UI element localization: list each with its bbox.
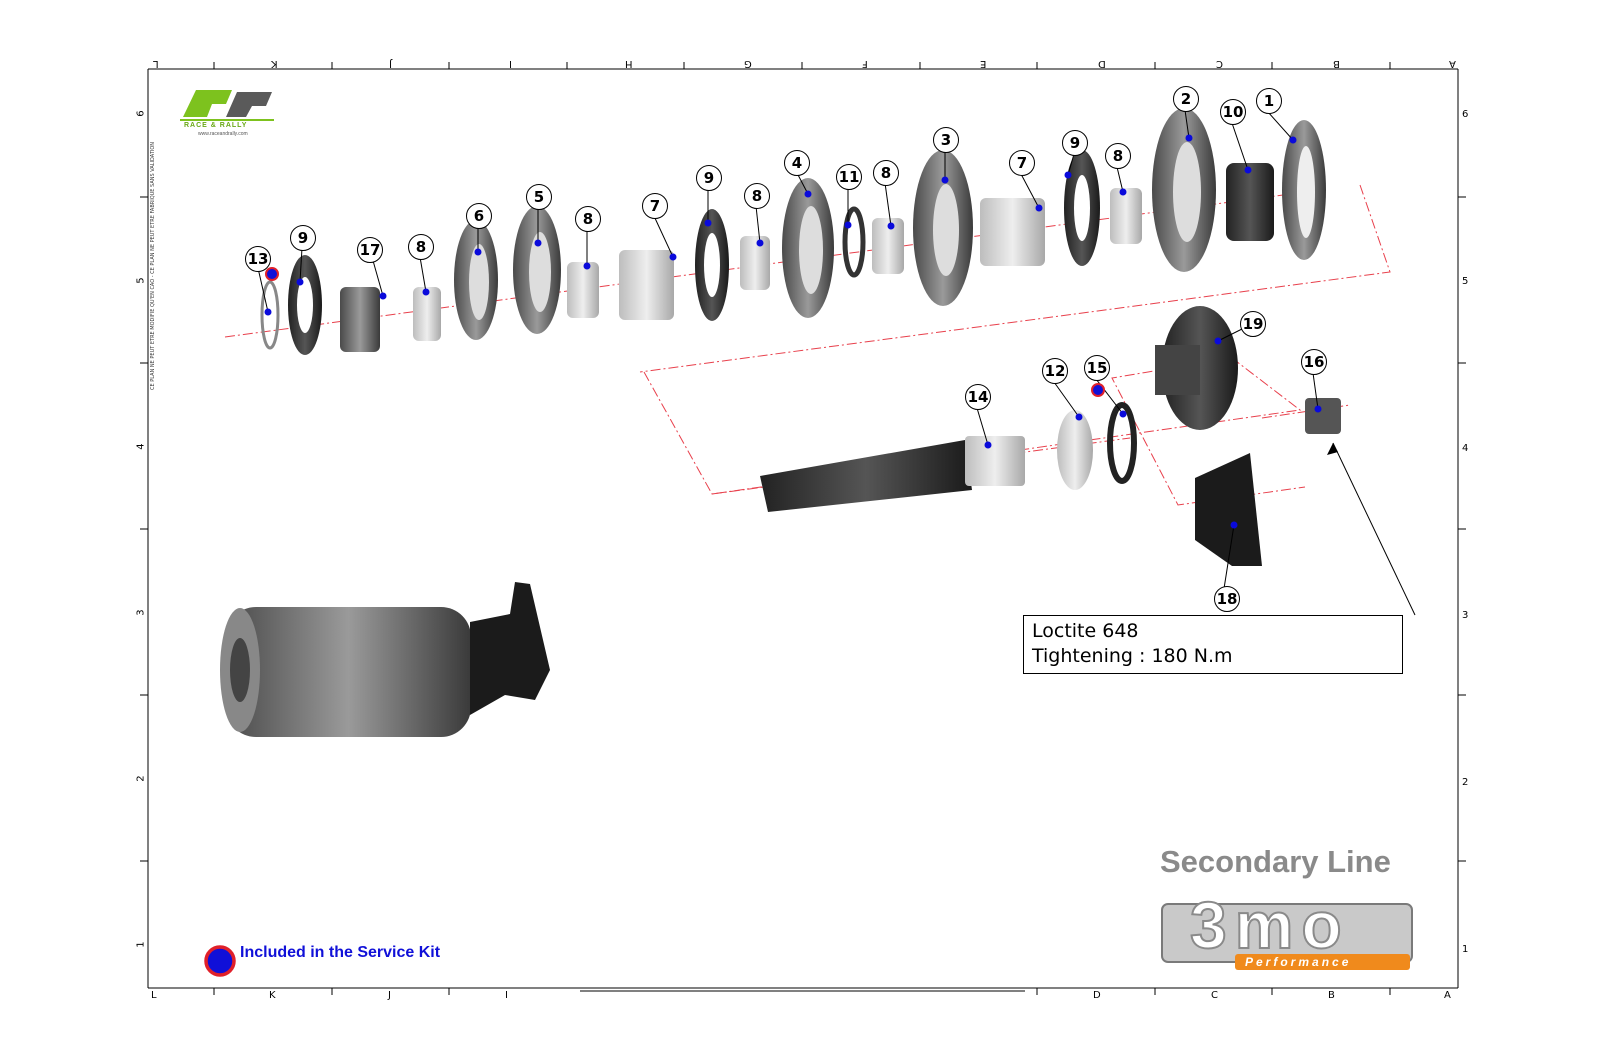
race-and-rally-tagline: RACE & RALLY [184,122,248,129]
grid-col-I-top: I [509,58,512,69]
callout-14: 14 [965,384,991,410]
assembled-view [220,582,550,737]
grid-row-3-right: 3 [1462,610,1469,621]
callout-6: 6 [466,203,492,229]
callout-17: 17 [357,237,383,263]
callout-8c: 8 [744,183,770,209]
callout-13: 13 [245,246,271,272]
callout-dots [264,134,1322,529]
grid-col-C-bottom: C [1211,990,1218,1001]
callout-1: 1 [1256,88,1282,114]
grid-col-C-top: C [1216,58,1223,69]
grid-col-D-bottom: D [1093,990,1101,1001]
callout-15: 15 [1084,355,1110,381]
3mo-wordmark: 3mo [1189,888,1350,962]
grid-row-3-left: 3 [135,609,147,616]
grid-col-A-top: A [1449,58,1456,69]
callout-8e: 8 [1105,143,1131,169]
callout-7a: 7 [642,193,668,219]
grid-col-G-top: G [744,58,752,69]
grid-col-L-bottom: L [151,990,157,1001]
output-shaft-group [760,306,1341,566]
race-and-rally-logo [180,90,274,121]
callout-7b: 7 [1009,150,1035,176]
grid-col-J-top: J [389,58,392,69]
grid-row-4-left: 4 [135,443,147,450]
grid-row-2-right: 2 [1462,777,1469,788]
grid-col-K-bottom: K [269,990,276,1001]
callout-8b: 8 [575,206,601,232]
side-disclaimer: CE PLAN NE PEUT ETRE MODIFIE QU'EN CAO -… [150,141,156,390]
shaft-components [260,108,1326,355]
3mo-performance-logo [1161,903,1413,970]
grid-col-B-bottom: B [1328,990,1335,1001]
leader-lines [257,109,1416,616]
callout-8d: 8 [873,160,899,186]
grid-row-1-right: 1 [1462,944,1469,955]
grid-col-F-top: F [862,58,868,69]
tightening-note: Loctite 648 Tightening : 180 N.m [1023,615,1403,674]
callout-2: 2 [1173,86,1199,112]
frame-ticks [140,62,1466,995]
grid-col-E-top: E [980,58,987,69]
callout-19: 19 [1240,311,1266,337]
callout-5: 5 [526,184,552,210]
callout-18: 18 [1214,586,1240,612]
note-line-1: Loctite 648 [1032,620,1139,642]
grid-row-2-left: 2 [135,775,147,782]
callout-9a: 9 [290,225,316,251]
grid-col-I-bottom: I [505,990,508,1001]
race-and-rally-url: www.raceandrally.com [198,131,248,137]
grid-col-L-top: L [153,58,159,69]
grid-row-1-left: 1 [135,941,147,948]
grid-col-J-bottom: J [388,990,391,1001]
callout-8a: 8 [408,234,434,260]
sheet-title: Secondary Line [1160,844,1391,879]
note-line-2: Tightening : 180 N.m [1032,645,1233,667]
callout-10: 10 [1220,99,1246,125]
grid-row-5-right: 5 [1462,276,1469,287]
grid-col-B-top: B [1333,58,1340,69]
grid-row-6-right: 6 [1462,109,1469,120]
callout-9b: 9 [696,165,722,191]
grid-col-A-bottom: A [1444,990,1451,1001]
callout-12: 12 [1042,358,1068,384]
note-arrowhead [1327,443,1338,455]
callout-4: 4 [784,150,810,176]
callout-16: 16 [1301,349,1327,375]
grid-col-D-top: D [1098,58,1106,69]
service-kit-legend: Included in the Service Kit [240,944,441,961]
3mo-performance-tagline: Performance [1245,955,1352,969]
service-kit-markers [204,267,1105,977]
callout-9c: 9 [1062,130,1088,156]
grid-row-5-left: 5 [135,277,147,284]
grid-col-K-top: K [271,58,278,69]
grid-col-H-top: H [625,58,633,69]
callout-11: 11 [836,164,862,190]
grid-row-4-right: 4 [1462,443,1469,454]
callout-3: 3 [933,127,959,153]
grid-row-6-left: 6 [135,110,147,117]
